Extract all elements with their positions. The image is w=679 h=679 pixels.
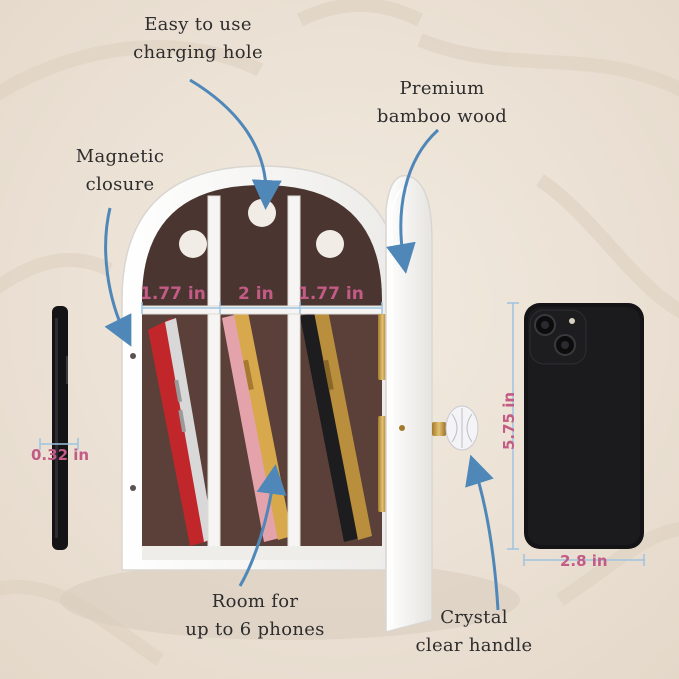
arrow-bamboo xyxy=(386,128,440,274)
cabinet-shelf xyxy=(141,305,383,315)
dimension-mid-slot: 2 in xyxy=(238,284,274,304)
callout-magnetic: Magnetic closure xyxy=(75,146,165,195)
dimension-right-slot: 1.77 in xyxy=(298,284,364,304)
callout-handle: Crystal clear handle xyxy=(415,607,533,656)
callout-room: Room for up to 6 phones xyxy=(185,591,325,640)
charging-hole-left xyxy=(179,230,207,258)
magnet-screw-bottom xyxy=(130,485,136,491)
phone-black xyxy=(300,310,372,542)
thickness-dimension xyxy=(39,438,79,450)
dimension-phone-width: 2.8 in xyxy=(560,552,608,570)
hinge-bottom xyxy=(378,416,387,512)
arrow-charging-hole xyxy=(189,78,282,210)
charging-hole-right xyxy=(316,230,344,258)
phone-side-view xyxy=(52,306,68,550)
slot-dimension xyxy=(141,302,383,314)
cabinet-door xyxy=(385,174,433,633)
callout-arrows xyxy=(104,78,500,611)
dimension-left-slot: 1.77 in xyxy=(140,284,206,304)
magnet-screw-top xyxy=(130,353,136,359)
hinge-top xyxy=(378,314,387,380)
charging-hole-center xyxy=(248,199,276,227)
dimension-phone-thickness: 0.32 in xyxy=(31,446,90,464)
dimension-phone-height: 5.75 in xyxy=(500,391,519,451)
phone-back-view xyxy=(524,303,644,549)
crystal-handle xyxy=(432,405,479,451)
callout-charging-hole: Easy to use charging hole xyxy=(133,14,263,63)
divider-left xyxy=(207,195,221,551)
callout-bamboo: Premium bamboo wood xyxy=(376,78,508,127)
arrow-magnetic xyxy=(104,207,132,347)
divider-right xyxy=(287,195,301,551)
cabinet xyxy=(121,165,403,571)
cabinet-base xyxy=(142,546,382,560)
arrow-handle xyxy=(465,454,500,611)
phone-red xyxy=(148,318,214,546)
arrow-room xyxy=(238,464,287,587)
height-dimension xyxy=(507,302,519,550)
width-dimension xyxy=(523,554,645,566)
